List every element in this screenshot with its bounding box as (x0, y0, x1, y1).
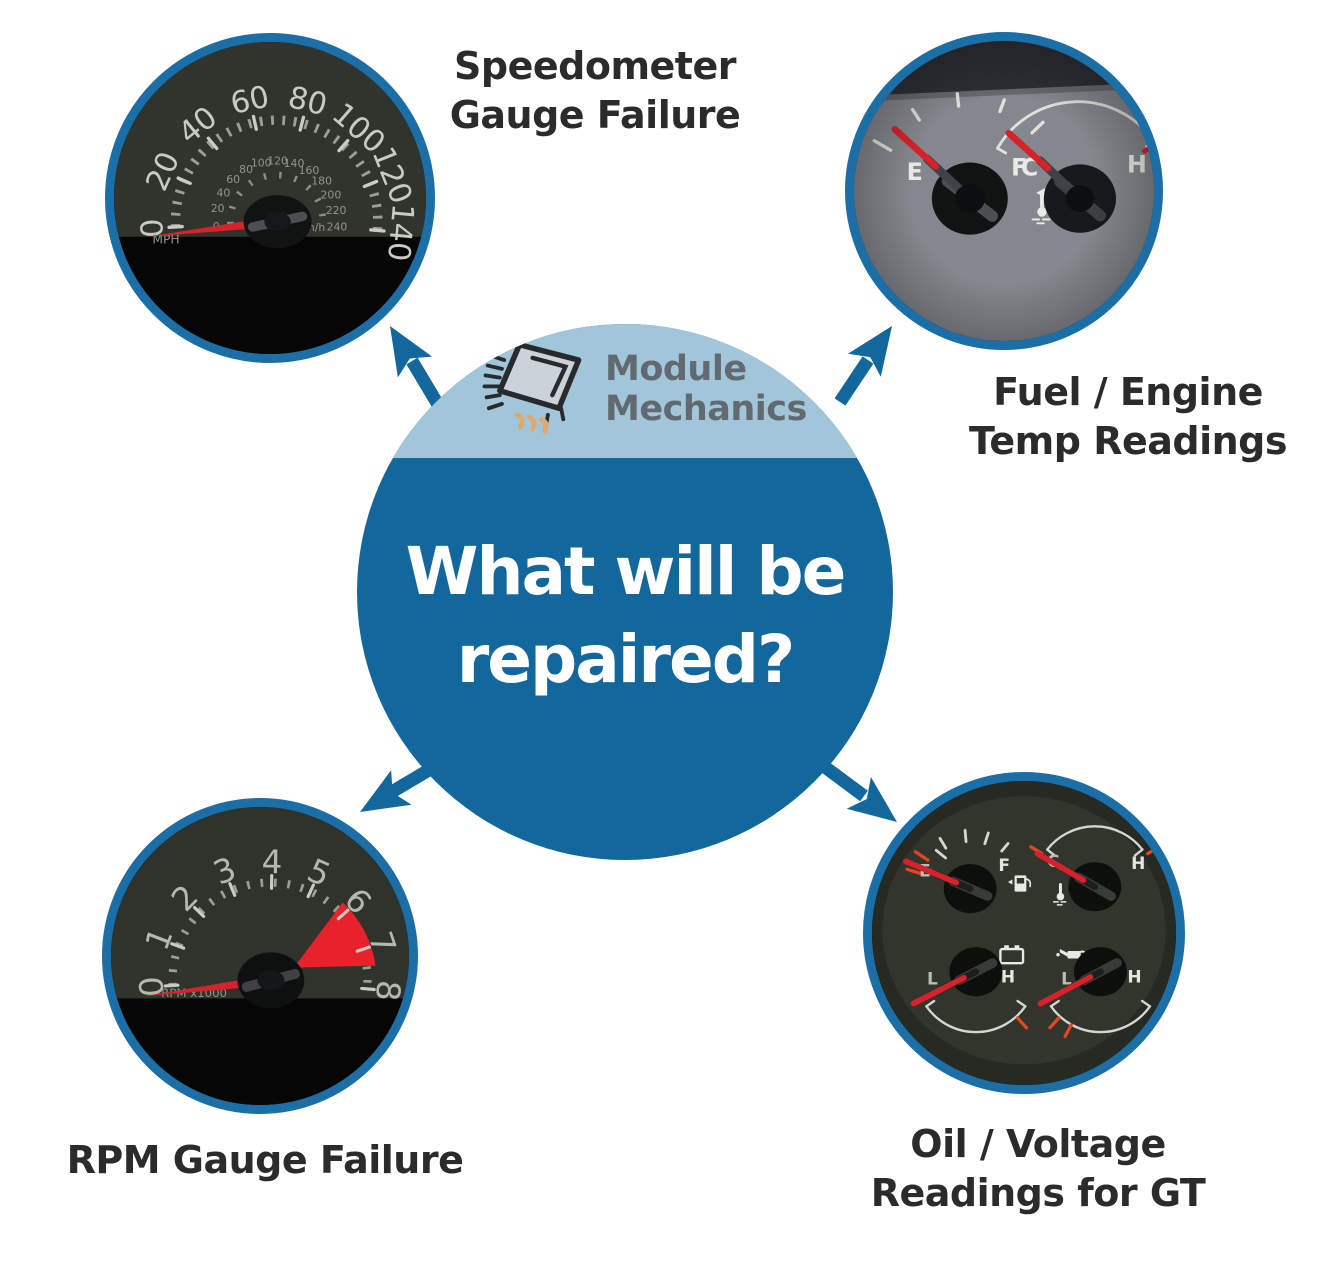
gt-oil-gauge: L H (1037, 947, 1152, 1039)
svg-text:4: 4 (261, 843, 282, 881)
fuel-temp-node-label: Fuel / Engine Temp Readings (969, 370, 1287, 464)
fuel-temp-gauges-image: E F C (854, 41, 1154, 341)
speedometer-node-label: Speedometer Gauge Failure (449, 44, 741, 138)
brand-name-line2: Mechanics (605, 388, 807, 429)
svg-text:140: 140 (380, 202, 420, 263)
rpm-photo-circle: 0 1 2 3 4 5 6 7 8 RPM x1000 (102, 798, 418, 1114)
gt-oil-needle (1037, 974, 1094, 1007)
rpm-gauge-image: 0 1 2 3 4 5 6 7 8 RPM x1000 (111, 807, 409, 1105)
rpm-node-label: RPM Gauge Failure (66, 1138, 464, 1182)
gt-fuel-gauge: E F (903, 828, 1032, 914)
tach-redline-zone (293, 902, 376, 968)
svg-text:200: 200 (321, 188, 342, 201)
gt-temp-gauge: C H (1029, 825, 1161, 912)
gt-voltage-low-label: L (927, 969, 938, 989)
gt-oil-high-label: H (1127, 967, 1141, 987)
brand-name-line1: Module (605, 349, 747, 389)
headline-line2: repaired? (456, 620, 796, 698)
tach-needle (141, 975, 270, 997)
brand-name: Module Mechanics (605, 349, 807, 429)
svg-text:240: 240 (327, 220, 348, 233)
gt-voltage-needle (910, 974, 967, 1007)
headline-line1: What will be (405, 533, 847, 610)
tach-tick-marks (163, 874, 376, 992)
battery-icon (999, 945, 1025, 965)
gt-cluster-photo-circle: E F (863, 772, 1185, 1094)
svg-text:80: 80 (239, 163, 253, 176)
gt-fuel-needle (903, 858, 960, 886)
gt-voltage-high-label: H (1001, 967, 1015, 987)
svg-text:8: 8 (368, 979, 408, 1003)
microchip-icon (482, 342, 582, 434)
fuel-temp-photo-circle: E F C (845, 32, 1163, 350)
thermometer-icon (1052, 882, 1067, 906)
speedometer-unit-label: MPH (152, 233, 179, 247)
svg-text:120: 120 (267, 155, 288, 168)
gt-node-label: Oil / Voltage Readings for GT (870, 1122, 1206, 1216)
svg-text:40: 40 (216, 186, 230, 199)
gt-voltage-gauge: L H (910, 945, 1029, 1034)
tach-hub (237, 952, 305, 1009)
svg-text:60: 60 (227, 80, 272, 122)
speedometer-tick-marks (167, 114, 386, 233)
speedometer-gauge-image: 0 20 40 60 80 100 120 140 0 20 40 60 80 … (114, 42, 426, 354)
svg-text:220: 220 (326, 204, 347, 217)
gt-fuel-full-label: F (998, 856, 1010, 876)
gt-oil-low-label: L (1061, 969, 1072, 989)
brand-logo: Module Mechanics (479, 336, 807, 440)
gt-temp-needle (1034, 850, 1087, 883)
svg-text:180: 180 (311, 175, 332, 188)
center-circle-cap: Module Mechanics (357, 324, 893, 458)
center-question-circle: Module Mechanics What will be repaired? (357, 324, 893, 860)
svg-text:140: 140 (284, 157, 305, 170)
center-headline: What will be repaired? (357, 528, 893, 704)
speedometer-hub (243, 195, 312, 249)
svg-text:60: 60 (226, 173, 240, 186)
gt-cluster-gauges-image: E F (872, 781, 1176, 1085)
svg-text:20: 20 (211, 202, 225, 215)
svg-text:100: 100 (251, 157, 272, 170)
svg-text:160: 160 (299, 164, 320, 177)
fuel-pump-icon (1007, 875, 1032, 892)
speedometer-photo-circle: 0 20 40 60 80 100 120 140 0 20 40 60 80 … (105, 33, 435, 363)
gt-temp-hot-label: H (1131, 854, 1145, 874)
svg-text:0: 0 (135, 218, 171, 239)
svg-text:0: 0 (132, 975, 171, 998)
